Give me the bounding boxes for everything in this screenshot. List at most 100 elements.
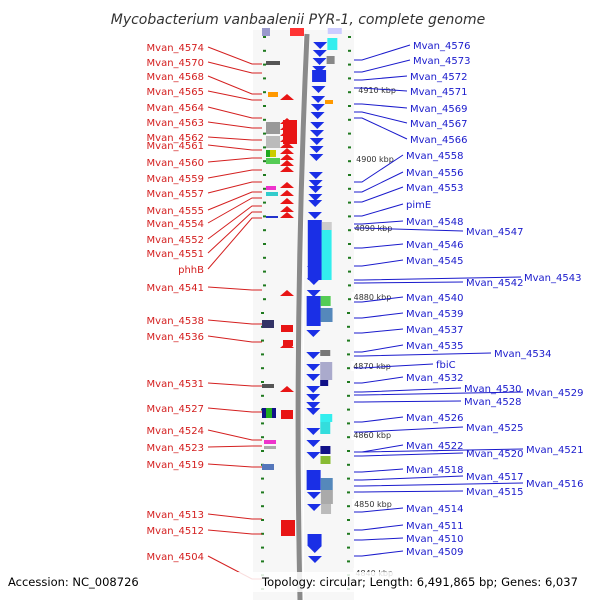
backbone-arc — [295, 33, 310, 600]
forward-feature-box — [320, 380, 329, 386]
left-leader-line — [207, 286, 262, 291]
forward-gene-arrow — [310, 112, 325, 119]
forward-feature-box — [320, 422, 331, 434]
right-leader-line — [354, 490, 464, 493]
right-leader-lines — [354, 44, 524, 557]
forward-gene-arrow — [311, 86, 326, 93]
left-leader-line — [207, 46, 262, 65]
scale-tick — [263, 215, 266, 218]
reverse-gene-block — [283, 340, 293, 346]
right-gene-label: Mvan_4546 — [406, 240, 463, 251]
scale-label: 4850 kbp — [354, 500, 392, 509]
reverse-feature-box — [266, 136, 280, 148]
reverse-gene-arrow — [280, 182, 294, 188]
right-gene-label: Mvan_4529 — [526, 388, 583, 399]
left-gene-label: Mvan_4531 — [147, 379, 204, 390]
right-leader-line — [354, 387, 462, 393]
right-leader-line — [354, 475, 464, 481]
right-leader-line — [354, 59, 411, 73]
right-gene-label: Mvan_4522 — [406, 441, 463, 452]
scale-tick — [347, 408, 350, 411]
scale-tick — [263, 49, 266, 52]
forward-gene-arrow — [312, 50, 327, 57]
right-gene-label: Mvan_4511 — [406, 521, 463, 532]
right-leader-line — [354, 296, 404, 303]
right-gene-label: Mvan_4573 — [413, 56, 470, 67]
right-gene-label: Mvan_4525 — [466, 423, 523, 434]
left-leader-line — [207, 429, 262, 441]
right-leader-line — [354, 75, 408, 81]
scale-label: 4900 kbp — [356, 155, 394, 164]
scale-tick — [347, 325, 350, 328]
right-gene-label: Mvan_4520 — [466, 449, 523, 460]
forward-feature-box — [327, 28, 342, 34]
scale-tick — [347, 436, 350, 439]
scale-tick — [347, 450, 350, 452]
right-gene-label: Mvan_4517 — [466, 472, 523, 483]
left-gene-label: Mvan_4538 — [147, 316, 204, 327]
reverse-gene-arrow — [280, 198, 294, 204]
scale-tick — [261, 532, 264, 535]
right-leader-line — [354, 416, 404, 423]
reverse-feature-box — [266, 61, 280, 65]
forward-gene-arrow — [312, 58, 327, 65]
left-gene-label: Mvan_4555 — [147, 206, 204, 217]
right-gene-label: Mvan_4547 — [466, 227, 523, 238]
forward-gene-arrow — [310, 122, 325, 129]
scale-tick — [263, 187, 266, 190]
forward-feature-box — [325, 100, 333, 104]
reverse-feature-box — [266, 408, 272, 418]
scale-tick — [263, 63, 266, 66]
scale-tick — [348, 105, 351, 107]
right-gene-labels: Mvan_4576Mvan_4573Mvan_4572Mvan_4571Mvan… — [406, 41, 583, 558]
left-gene-label: Mvan_4519 — [147, 460, 204, 471]
right-leader-line — [354, 111, 408, 124]
left-gene-label: Mvan_4560 — [147, 158, 204, 169]
reverse-gene-block — [283, 120, 297, 144]
left-leader-line — [207, 191, 262, 211]
reverse-feature-box — [262, 28, 270, 36]
reverse-gene-arrow — [280, 154, 294, 160]
left-leader-line — [207, 407, 262, 413]
reverse-feature-box — [262, 384, 274, 388]
right-gene-label: Mvan_4542 — [466, 278, 523, 289]
right-leader-line — [354, 220, 404, 225]
scale-label: 4880 kbp — [354, 293, 392, 302]
right-leader-line — [354, 281, 464, 284]
reverse-gene-arrow — [280, 160, 294, 166]
scale-tick — [263, 91, 266, 94]
left-gene-label: Mvan_4554 — [147, 219, 204, 230]
right-gene-label: Mvan_4537 — [406, 325, 463, 336]
scale-tick — [261, 436, 264, 439]
forward-gene-arrow — [308, 200, 323, 207]
scale-tick — [348, 63, 351, 66]
right-gene-label: Mvan_4558 — [406, 151, 463, 162]
scale-tick — [261, 312, 264, 314]
forward-gene-arrow — [309, 146, 324, 153]
left-gene-label: Mvan_4561 — [147, 141, 204, 152]
right-gene-label: Mvan_4566 — [410, 135, 467, 146]
genome-backbone — [295, 33, 310, 600]
scale-tick — [347, 367, 350, 370]
forward-gene-arrow — [307, 504, 322, 511]
forward-gene-block — [306, 296, 321, 326]
right-leader-line — [354, 203, 404, 217]
forward-feature-box — [320, 490, 333, 504]
left-leader-line — [207, 169, 262, 179]
scale-tick — [263, 256, 266, 259]
scale-tick — [348, 174, 351, 176]
scale-tick — [261, 505, 264, 508]
right-gene-label: Mvan_4515 — [466, 487, 523, 498]
scale-tick — [261, 381, 264, 383]
map-title: Mycobacterium vanbaalenii PYR-1, complet… — [111, 12, 486, 28]
right-gene-label: Mvan_4539 — [406, 309, 463, 320]
scale-tick — [348, 77, 351, 80]
forward-gene-block — [307, 534, 322, 546]
right-leader-line — [354, 186, 404, 203]
forward-gene-arrow — [307, 212, 322, 219]
right-leader-line — [354, 312, 404, 319]
scale-tick — [261, 519, 264, 521]
reverse-feature-box — [264, 446, 276, 449]
right-leader-line — [354, 426, 464, 433]
